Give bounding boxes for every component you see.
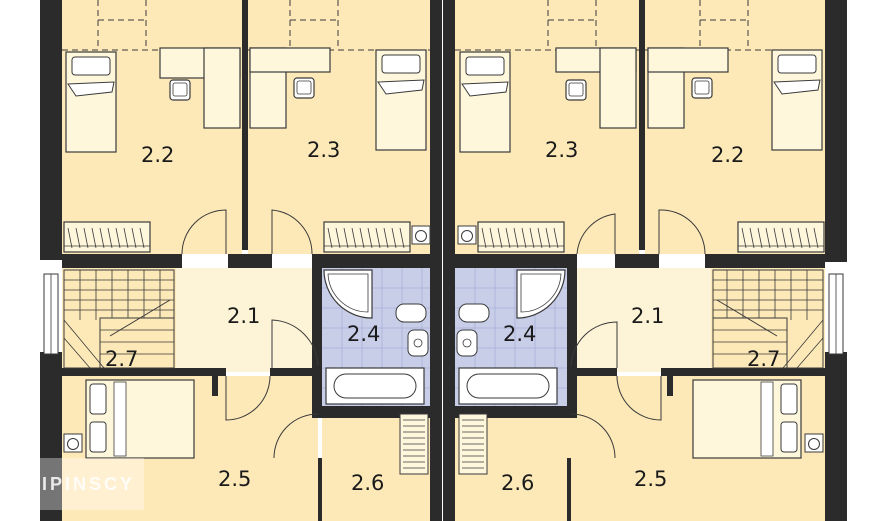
room-label-2-5-left: 2.5 bbox=[218, 467, 251, 491]
left-unit bbox=[40, 0, 442, 521]
watermark-badge bbox=[40, 458, 144, 510]
bed-icon bbox=[65, 51, 117, 153]
room-label-2-4-left: 2.4 bbox=[347, 322, 380, 346]
washer-icon bbox=[804, 433, 824, 453]
double-bed-icon bbox=[692, 379, 802, 459]
walls-left bbox=[40, 0, 442, 521]
bed-icon bbox=[771, 49, 823, 151]
cabinet-icon bbox=[203, 47, 241, 129]
bathroom-fixtures-right bbox=[456, 269, 566, 405]
chair-icon bbox=[691, 77, 713, 99]
watermark-text: LIPINSCY bbox=[28, 474, 135, 494]
radiator-icon bbox=[399, 413, 429, 475]
toilet-icon bbox=[395, 303, 427, 323]
chair-icon bbox=[169, 79, 191, 101]
washer-icon bbox=[63, 433, 83, 453]
staircase-right bbox=[712, 269, 824, 369]
shower-icon bbox=[323, 269, 373, 319]
radiator-icon bbox=[458, 413, 488, 475]
room-label-2-7-left: 2.7 bbox=[105, 347, 138, 371]
room-label-2-3-left: 2.3 bbox=[307, 138, 340, 162]
bathroom-fixtures-left bbox=[323, 269, 429, 405]
chair-icon bbox=[293, 77, 315, 99]
bed-icon bbox=[375, 49, 427, 151]
sink-icon bbox=[407, 329, 429, 357]
room-label-2-6-left: 2.6 bbox=[351, 471, 384, 495]
chair-icon bbox=[565, 79, 587, 101]
door-swings-left bbox=[181, 209, 319, 459]
room-label-2-7-right: 2.7 bbox=[747, 347, 780, 371]
sink-icon bbox=[456, 329, 478, 357]
wardrobe-icon bbox=[63, 221, 151, 253]
staircase-left bbox=[63, 269, 175, 369]
desk-icon bbox=[647, 47, 729, 73]
double-bed-icon bbox=[85, 379, 195, 459]
washer-icon bbox=[457, 225, 477, 245]
room-label-2-1-left: 2.1 bbox=[227, 304, 260, 328]
wardrobe-icon bbox=[477, 221, 565, 253]
room-labels: 2.2 2.3 2.3 2.2 2.1 2.4 2.4 2.1 2.7 2.7 … bbox=[105, 138, 780, 495]
wardrobe-icon bbox=[323, 221, 411, 253]
room-label-2-1-right: 2.1 bbox=[631, 304, 664, 328]
toilet-icon bbox=[458, 303, 490, 323]
walls-right bbox=[443, 0, 847, 521]
room-label-2-5-right: 2.5 bbox=[634, 467, 667, 491]
right-unit bbox=[443, 0, 847, 521]
room-label-2-2-right: 2.2 bbox=[711, 143, 744, 167]
room-label-2-2-left: 2.2 bbox=[141, 143, 174, 167]
bed-icon bbox=[459, 51, 511, 153]
wardrobe-icon bbox=[737, 221, 825, 253]
desk-icon bbox=[249, 47, 331, 73]
washer-icon bbox=[411, 225, 431, 245]
room-label-2-4-right: 2.4 bbox=[503, 322, 536, 346]
door-swings-right bbox=[570, 209, 706, 459]
shower-icon bbox=[516, 269, 566, 319]
room-label-2-3-right: 2.3 bbox=[545, 138, 578, 162]
room-label-2-6-right: 2.6 bbox=[501, 471, 534, 495]
cabinet-icon bbox=[599, 47, 637, 129]
